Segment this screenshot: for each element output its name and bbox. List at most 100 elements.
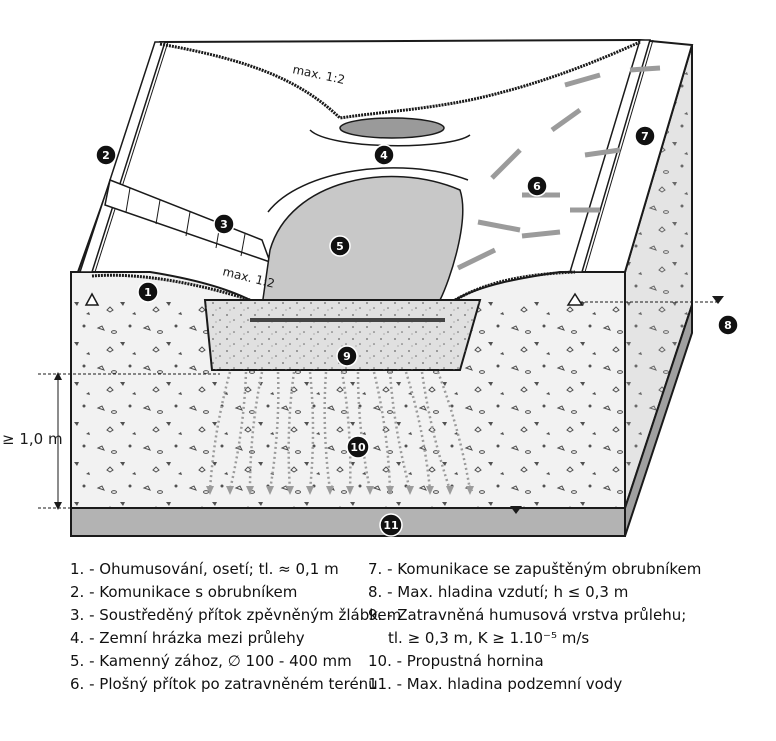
legend-item: 11. - Max. hladina podzemní vody <box>368 673 701 696</box>
infiltration-arrowhead <box>246 486 254 495</box>
legend-item: 3. - Soustředěný přítok zpěvněným žlábke… <box>70 604 401 627</box>
badge-8: 8 <box>717 314 739 336</box>
legend-number: 8. <box>368 583 388 601</box>
infiltration-arrow <box>287 371 296 491</box>
badge-label: 3 <box>220 218 228 231</box>
road-left <box>78 41 167 273</box>
badge-3: 3 <box>213 213 235 235</box>
badge-2: 2 <box>95 144 117 166</box>
infiltration-arrowhead <box>446 486 454 495</box>
badge-label: 5 <box>336 240 344 253</box>
legend-text: - Max. hladina vzdutí; h ≤ 0,3 m <box>387 583 629 601</box>
legend-text: - Zatravněná humusová vrstva průlehu; <box>387 606 687 624</box>
level-8-marker <box>712 296 724 304</box>
infiltration-arrowhead <box>406 486 414 495</box>
road-right <box>568 39 652 273</box>
badge-label: 1 <box>144 286 152 299</box>
legend-item: 2. - Komunikace s obrubníkem <box>70 581 401 604</box>
legend-number: 3. <box>70 606 90 624</box>
badge-label: 4 <box>380 149 388 162</box>
block-side-texture <box>625 45 692 508</box>
badge-label: 11 <box>383 519 398 532</box>
infiltration-arrowhead <box>326 486 334 495</box>
legend-number: 2. <box>70 583 90 601</box>
infiltration-arrowhead <box>366 486 374 495</box>
infiltration-arrowhead <box>306 486 314 495</box>
legend-text: - Ohumusování, osetí; tl. ≈ 0,1 m <box>89 560 339 578</box>
legend-number: 5. <box>70 652 90 670</box>
infiltration-arrow <box>436 371 472 491</box>
infiltration-arrowhead <box>426 486 434 495</box>
legend-text: - Zemní hrázka mezi průlehy <box>89 629 305 647</box>
badge-9: 9 <box>336 345 358 367</box>
infiltration-arrow <box>340 371 352 491</box>
infiltration-arrows <box>206 371 474 495</box>
legend-number: 7. <box>368 560 388 578</box>
depth-label: ≥ 1,0 m <box>2 430 63 448</box>
infiltration-arrow <box>404 371 432 491</box>
legend-item: 9. - Zatravněná humusová vrstva průlehu; <box>368 604 701 627</box>
badge-10: 10 <box>346 435 370 459</box>
badge-6: 6 <box>526 175 548 197</box>
badge-label: 8 <box>724 319 732 332</box>
earth-berm <box>309 129 471 147</box>
infiltration-arrow <box>308 371 315 491</box>
surface-inflow-arrows <box>456 65 661 271</box>
legend-text: - Soustředěný přítok zpěvněným žlábkem <box>89 606 402 624</box>
legend-item: 6. - Plošný přítok po zatravněném terénu <box>70 673 401 696</box>
legend-number: 6. <box>70 675 90 693</box>
infiltration-arrow <box>388 371 412 491</box>
badge-label: 2 <box>102 149 110 162</box>
legend-item: 10. - Propustná hornina <box>368 650 701 673</box>
infiltration-arrowhead <box>286 486 294 495</box>
infiltration-arrowhead <box>266 486 274 495</box>
legend-text: - Komunikace s obrubníkem <box>89 583 298 601</box>
legend-text: - Max. hladina podzemní vody <box>396 675 623 693</box>
badge-11: 11 <box>379 513 403 537</box>
groundwater-band <box>70 507 626 537</box>
legend-item-continuation: tl. ≥ 0,3 m, K ≥ 1.10⁻⁵ m/s <box>388 629 590 647</box>
badge-label: 10 <box>350 441 366 454</box>
humus-layer-texture <box>205 300 480 370</box>
badge-5: 5 <box>329 235 351 257</box>
infiltration-arrowhead <box>226 486 234 495</box>
upper-swale <box>339 117 445 139</box>
infiltration-arrow <box>268 371 280 491</box>
legend-item: 1. - Ohumusování, osetí; tl. ≈ 0,1 m <box>70 558 401 581</box>
legend-text: - Plošný přítok po zatravněném terénu <box>89 675 378 693</box>
number-badges: 1 2 3 4 5 6 7 8 9 10 11 <box>95 125 739 537</box>
support-left <box>84 292 100 306</box>
legend-number: 11. <box>368 675 397 693</box>
lower-swale-basin <box>259 175 464 321</box>
swale-rim <box>267 167 469 213</box>
infiltration-arrow <box>248 371 264 491</box>
legend-number: 4. <box>70 629 90 647</box>
infiltration-arrowhead <box>466 486 474 495</box>
infiltration-arrow <box>372 371 392 491</box>
infiltration-arrow <box>356 371 372 491</box>
infiltration-arrowhead <box>206 486 214 495</box>
infiltration-arrowhead <box>386 486 394 495</box>
groundwater-level-marker <box>510 506 522 514</box>
groundwater-band-side <box>624 304 693 537</box>
legend-item: 4. - Zemní hrázka mezi průlehy <box>70 627 401 650</box>
legend-text: - Propustná hornina <box>396 652 544 670</box>
infiltration-arrow <box>228 371 248 491</box>
badge-1: 1 <box>137 281 159 303</box>
legend-number: 10. <box>368 652 397 670</box>
badge-label: 9 <box>343 350 351 363</box>
legend-text: - Komunikace se zapuštěným obrubníkem <box>387 560 702 578</box>
legend-item: 7. - Komunikace se zapuštěným obrubníkem <box>368 558 701 581</box>
legend-number: 9. <box>368 606 388 624</box>
badge-label: 7 <box>641 130 649 143</box>
infiltration-arrow <box>323 371 332 491</box>
infiltration-arrowhead <box>346 486 354 495</box>
badge-7: 7 <box>634 125 656 147</box>
legend-number: 1. <box>70 560 90 578</box>
support-right <box>566 292 584 306</box>
grass-edge-front <box>91 270 576 302</box>
legend-item: 5. - Kamenný zához, ∅ 100 - 400 mm <box>70 650 401 673</box>
badge-label: 6 <box>533 180 541 193</box>
